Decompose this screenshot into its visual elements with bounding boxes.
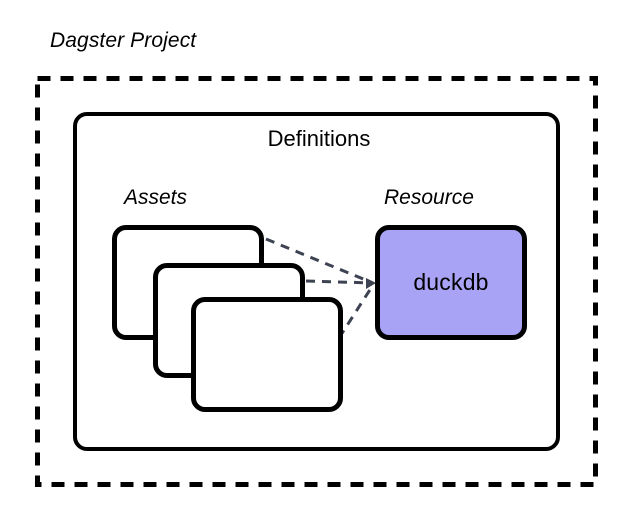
assets-group-label: Assets [124, 186, 188, 209]
project-frame [35, 76, 598, 487]
project-title: Dagster Project [50, 29, 197, 52]
definitions-label: Definitions [267, 126, 371, 151]
resource-card-duckdb[interactable]: duckdb [375, 225, 527, 340]
resource-card-label: duckdb [413, 269, 489, 295]
project-frame-outline [35, 76, 598, 487]
asset-card[interactable] [191, 297, 343, 412]
resource-group-label: Resource [384, 186, 474, 209]
